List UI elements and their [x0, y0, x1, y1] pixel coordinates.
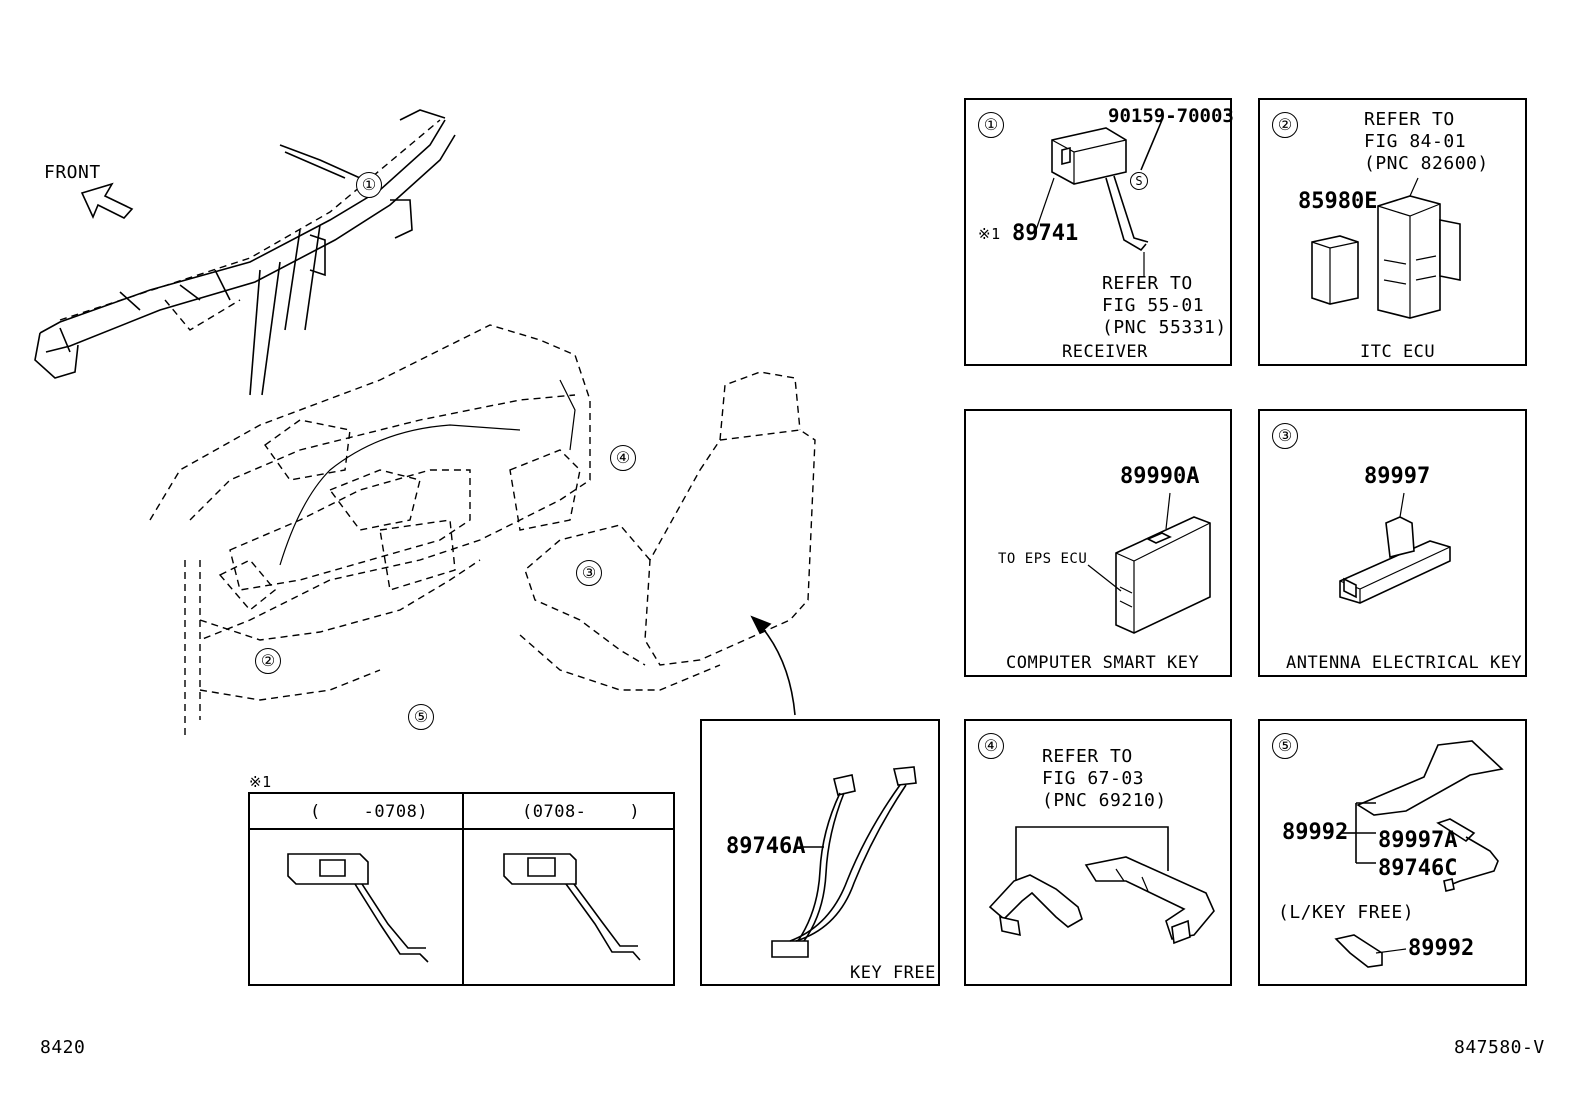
keyfree-part-number: 89746A	[726, 834, 806, 859]
seat-outline	[519, 371, 816, 691]
steering-support-beam	[34, 109, 456, 396]
receiver-old-drawing	[287, 853, 429, 963]
callout-2: ②	[255, 648, 281, 674]
panel3-number: ③	[1272, 423, 1298, 449]
door-handle-drawing	[988, 826, 1215, 945]
front-arrow-icon	[80, 182, 134, 219]
variant-divider	[462, 794, 464, 984]
panel2-part: 85980E	[1298, 189, 1378, 214]
panel2-refer-line2: FIG 84-01	[1364, 131, 1467, 152]
panel1-caption: RECEIVER	[1062, 342, 1148, 362]
variant-col1-header: ( -0708)	[310, 802, 429, 822]
panel5-part-bottom: 89992	[1408, 936, 1475, 961]
variant-drawings	[287, 853, 641, 963]
panel5-number: ⑤	[1272, 733, 1298, 759]
panel2-refer-line3: (PNC 82600)	[1364, 153, 1489, 174]
panel5-drawing	[1334, 740, 1504, 968]
panel-antenna-electrical-key: ③ 89997 ANTENNA ELECTRICAL KEY	[1258, 409, 1527, 677]
keyfree-caption: KEY FREE	[850, 963, 936, 983]
panel5-part-a: 89997A	[1378, 828, 1458, 853]
panel4-refer-line1: REFER TO	[1042, 746, 1133, 767]
panel1-refer-line2: FIG 55-01	[1102, 295, 1205, 316]
variant-col2-header: (0708- )	[522, 802, 641, 822]
variant-note-mark: ※1	[249, 773, 272, 791]
csk-note: TO EPS ECU	[998, 551, 1088, 567]
variant-table: ( -0708) (0708- )	[248, 792, 675, 986]
panel5-part-main: 89992	[1282, 820, 1349, 845]
panel-receiver: ① 90159-70003 S ※1 89741 REFER TO FIG 55…	[964, 98, 1234, 366]
callout-4: ④	[610, 445, 636, 471]
keyfree-arrow	[759, 624, 796, 716]
receiver-drawing	[1035, 119, 1163, 276]
csk-part: 89990A	[1120, 464, 1200, 489]
variant-header-line	[250, 828, 673, 830]
panel2-number: ②	[1272, 112, 1298, 138]
panel3-caption: ANTENNA ELECTRICAL KEY	[1286, 653, 1523, 673]
footer-left-code: 8420	[40, 1037, 86, 1058]
instrument-panel-outline	[149, 324, 591, 735]
callout-1: ①	[356, 172, 382, 198]
panel5-lkey-note: (L/KEY FREE)	[1278, 902, 1415, 923]
panel1-refer-line1: REFER TO	[1102, 273, 1193, 294]
callout-3: ③	[576, 560, 602, 586]
panel1-refer-line3: (PNC 55331)	[1102, 317, 1227, 338]
panel1-part-left: 89741	[1012, 221, 1079, 246]
panel-door-handle: ④ REFER TO FIG 67-03 (PNC 69210)	[964, 719, 1232, 986]
panel3-part: 89997	[1364, 464, 1431, 489]
footer-right-code: 847580-V	[1454, 1037, 1545, 1058]
panel2-refer-line1: REFER TO	[1364, 109, 1455, 130]
panel-itc-ecu: ② REFER TO FIG 84-01 (PNC 82600) 85980E …	[1258, 98, 1527, 366]
panel1-number: ①	[978, 112, 1004, 138]
panel-computer-smart-key: 89990A TO EPS ECU COMPUTER SMART KEY	[964, 409, 1232, 677]
panel1-note-mark: ※1	[978, 225, 1001, 243]
keyfree-harness-drawing	[771, 766, 917, 958]
antenna-drawing	[1339, 492, 1451, 604]
panel-wiring	[279, 379, 576, 566]
panel4-refer-line3: (PNC 69210)	[1042, 790, 1167, 811]
csk-caption: COMPUTER SMART KEY	[1006, 653, 1200, 673]
receiver-new-drawing	[503, 853, 641, 961]
panel-5: ⑤ 89992 89997A 89746C (L/KEY FREE) 89992	[1258, 719, 1527, 986]
callout-5: ⑤	[408, 704, 434, 730]
front-label: FRONT	[44, 162, 101, 183]
itc-ecu-drawing	[1311, 177, 1461, 319]
panel2-caption: ITC ECU	[1360, 342, 1436, 362]
panel4-refer-line2: FIG 67-03	[1042, 768, 1145, 789]
beam-dashed-outline	[59, 119, 441, 331]
panel1-s-mark: S	[1130, 172, 1148, 190]
panel4-number: ④	[978, 733, 1004, 759]
computer-smart-key-drawing	[1087, 492, 1211, 634]
panel5-part-c: 89746C	[1378, 856, 1458, 881]
keyfree-box: 89746A KEY FREE	[700, 719, 940, 986]
panel1-part-top: 90159-70003	[1108, 105, 1234, 127]
keyfree-arrow-head-icon	[750, 615, 772, 635]
